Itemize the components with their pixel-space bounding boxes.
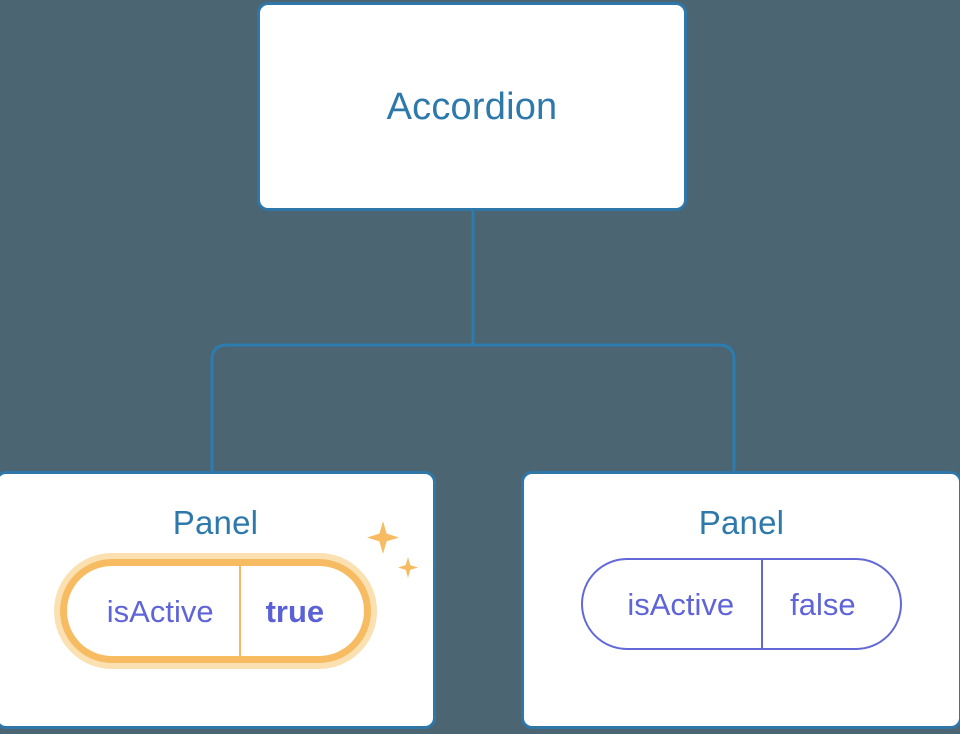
node-panel-inactive[interactable]: Panel isActive false (521, 471, 960, 729)
edge-root-to-panels (210, 343, 736, 471)
prop-key-isactive: isActive (627, 586, 735, 622)
prop-value-true: true (238, 566, 365, 656)
prop-value-false: false (761, 560, 899, 648)
prop-pill-highlight-ring: isActive true (59, 559, 372, 663)
prop-key-isactive: isActive (106, 593, 214, 629)
prop-pill-active[interactable]: isActive true (66, 566, 365, 656)
node-accordion[interactable]: Accordion (257, 2, 687, 211)
node-panel-active-title: Panel (172, 504, 259, 541)
sparkle-group (367, 521, 419, 578)
node-panel-inactive-title: Panel (698, 504, 785, 541)
prop-pill-active-wrap: isActive true (53, 521, 419, 669)
prop-pill-inactive-wrap: isActive false (581, 558, 902, 650)
prop-pill-inactive[interactable]: isActive false (581, 558, 902, 650)
node-panel-active[interactable]: Panel isActive true (0, 471, 436, 729)
sparkle-small-icon (398, 557, 419, 578)
node-accordion-title: Accordion (386, 85, 558, 128)
prop-pill-glow-ring: isActive true (53, 553, 378, 669)
sparkle-large-icon (367, 521, 400, 554)
